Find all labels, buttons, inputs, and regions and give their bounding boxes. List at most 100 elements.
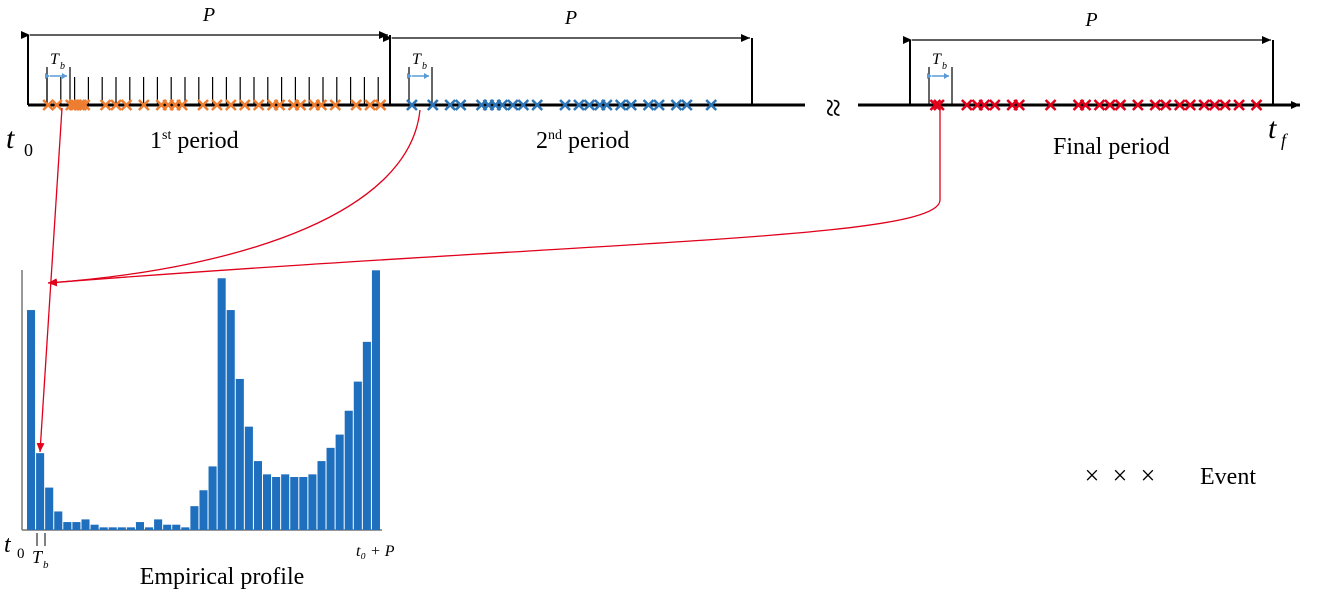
histogram-bar	[226, 310, 235, 530]
event-stroke	[531, 99, 544, 111]
period-label: 1st period	[150, 128, 239, 154]
histogram-bar	[308, 474, 317, 530]
histogram-bar	[181, 527, 190, 530]
bin-width-symbol: T	[50, 51, 60, 68]
histogram-bar	[208, 466, 217, 530]
event-stroke	[642, 99, 655, 111]
histogram-bar	[145, 527, 154, 530]
event-stroke	[625, 99, 638, 111]
event-marker	[444, 99, 457, 111]
event-marker	[600, 99, 613, 111]
event-marker	[988, 99, 1001, 111]
event-marker	[238, 99, 251, 111]
event-marker	[583, 99, 596, 111]
event-stroke	[583, 99, 596, 111]
event-marker	[78, 99, 91, 111]
event-stroke	[238, 99, 251, 111]
event-marker	[642, 99, 655, 111]
event-marker	[110, 99, 122, 111]
event-marker	[99, 99, 112, 111]
histogram-bars	[27, 270, 380, 530]
histogram-bar	[290, 477, 299, 530]
event-marker	[224, 99, 237, 111]
hist-bin-subscript: b	[43, 559, 49, 571]
end-time-symbol: t	[1268, 112, 1277, 145]
event-stroke	[573, 99, 585, 111]
event-stroke	[1173, 99, 1186, 111]
event-marker	[42, 99, 55, 111]
event-stroke	[350, 99, 363, 111]
period-label: 2nd period	[536, 128, 629, 154]
bin-width-subscript: b	[422, 61, 427, 72]
event-marker	[426, 99, 439, 111]
event-stroke	[444, 99, 457, 111]
event-stroke	[680, 99, 693, 111]
hist-start-subscript: 0	[17, 546, 25, 562]
event-marker	[75, 99, 88, 111]
event-marker	[1149, 99, 1162, 111]
event-stroke	[110, 99, 122, 111]
start-time-symbol: t	[6, 122, 15, 155]
event-stroke	[1093, 99, 1106, 111]
event-stroke	[224, 99, 237, 111]
event-marker	[653, 99, 665, 111]
event-stroke	[197, 99, 209, 111]
event-stroke	[1044, 99, 1057, 111]
histogram-bar	[63, 522, 72, 530]
event-marker	[1159, 99, 1172, 111]
legend-marker-red: ×	[1113, 461, 1128, 490]
event-marker	[364, 99, 376, 111]
event-stroke	[42, 99, 55, 111]
bin-width-symbol: T	[932, 51, 942, 68]
event-marker	[211, 99, 223, 111]
event-marker	[573, 99, 585, 111]
histogram-bar	[45, 487, 54, 530]
event-marker	[1093, 99, 1106, 111]
event-stroke	[1219, 99, 1232, 111]
event-stroke	[211, 99, 223, 111]
event-marker	[1013, 99, 1026, 111]
period-length-symbol: P	[564, 7, 577, 29]
event-stroke	[1013, 99, 1026, 111]
event-marker	[496, 99, 509, 111]
event-stroke	[705, 99, 718, 111]
legend: × × × Event	[1085, 461, 1257, 490]
event-marker	[1233, 99, 1245, 111]
event-stroke	[933, 99, 945, 111]
event-stroke	[1079, 99, 1092, 111]
event-stroke	[294, 99, 307, 111]
histogram-bar	[72, 522, 81, 530]
event-stroke	[1184, 99, 1197, 111]
event-stroke	[329, 99, 342, 111]
event-marker	[705, 99, 718, 111]
start-time-label: t 0	[6, 122, 33, 160]
event-stroke	[559, 99, 571, 111]
bin-width-subscript: b	[942, 61, 947, 72]
event-marker	[978, 99, 991, 111]
event-marker	[1104, 99, 1116, 111]
event-marker	[1079, 99, 1092, 111]
event-stroke	[670, 99, 683, 111]
histogram-bar	[344, 410, 353, 530]
start-time-subscript: 0	[24, 140, 33, 160]
histogram-bar	[36, 453, 45, 530]
period-length-symbol: P	[1084, 9, 1097, 31]
event-stroke	[50, 99, 63, 111]
hist-end-label: t₀ + P	[356, 543, 395, 560]
event-marker	[680, 99, 693, 111]
event-stroke	[315, 99, 328, 111]
event-stroke	[120, 99, 133, 111]
event-stroke	[273, 99, 286, 111]
event-marker	[960, 99, 973, 111]
event-marker	[176, 99, 189, 111]
event-stroke	[1149, 99, 1162, 111]
event-stroke	[506, 99, 519, 111]
histogram-bar	[281, 474, 290, 530]
histogram-bar	[172, 524, 181, 530]
histogram-bar	[371, 270, 380, 530]
event-marker	[1198, 99, 1211, 111]
histogram-bar	[326, 447, 335, 530]
event-marker	[1044, 99, 1057, 111]
